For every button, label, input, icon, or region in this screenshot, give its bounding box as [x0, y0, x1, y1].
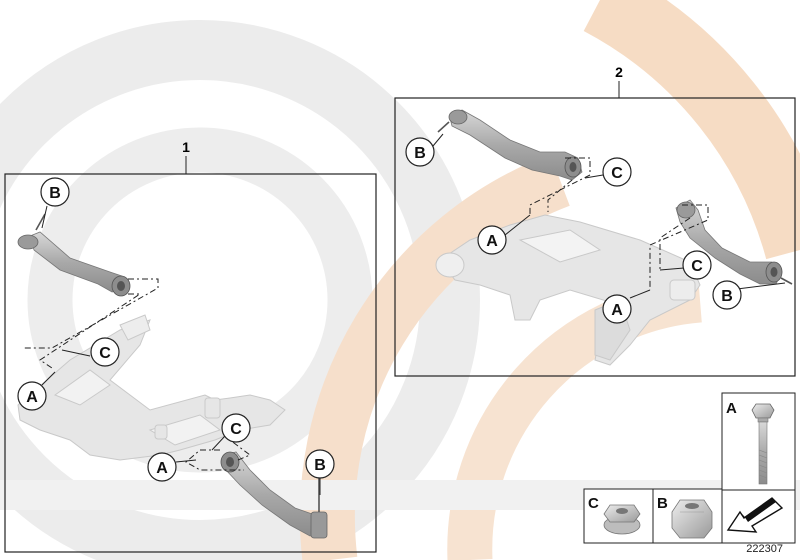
svg-text:B: B	[49, 185, 61, 202]
figure-number: 222307	[746, 543, 783, 555]
bolt-icon	[751, 403, 775, 485]
rear-mounting-guides	[529, 157, 709, 290]
rear-control-arm-right	[675, 199, 793, 285]
svg-text:C: C	[611, 165, 623, 182]
group-1-number: 1	[182, 139, 190, 155]
callout-b-rear-right: B	[712, 280, 786, 310]
collar-nut-icon	[603, 504, 641, 535]
svg-text:A: A	[611, 302, 623, 319]
legend-bolt-a: A	[721, 392, 796, 491]
group-1: 1	[4, 139, 377, 553]
legend-nut-c: C	[583, 488, 654, 544]
svg-text:B: B	[314, 457, 326, 474]
svg-text:A: A	[26, 389, 38, 406]
hex-nut-icon	[671, 499, 713, 539]
rear-control-arm-left	[437, 109, 583, 181]
group-2-frame	[394, 97, 796, 377]
svg-text:C: C	[588, 495, 599, 512]
svg-text:A: A	[156, 460, 168, 477]
callout-c-rear-left: C	[584, 157, 632, 187]
callout-c-front-lower: C	[211, 413, 251, 451]
front-control-arm-upper	[17, 213, 131, 297]
group-2: 2	[394, 64, 796, 377]
callout-a-rear-right: A	[602, 289, 651, 324]
svg-text:B: B	[414, 145, 426, 162]
callout-b-front-upper: B	[40, 177, 70, 229]
legend-nut-b: B	[652, 488, 723, 544]
arrow-icon	[726, 497, 784, 533]
legend-arrow-box	[721, 489, 796, 544]
svg-text:B: B	[657, 495, 668, 512]
svg-text:C: C	[230, 421, 242, 438]
svg-text:A: A	[486, 233, 498, 250]
group-2-number: 2	[615, 64, 623, 80]
callout-b-rear-left: B	[405, 133, 444, 167]
svg-text:C: C	[691, 258, 703, 275]
group-1-frame	[4, 173, 377, 553]
callout-c-front-upper: C	[61, 337, 120, 367]
callout-c-rear-right: C	[659, 250, 712, 280]
svg-text:B: B	[721, 288, 733, 305]
callout-b-front-lower: B	[305, 449, 335, 495]
callout-a-front-upper: A	[17, 371, 56, 411]
svg-text:C: C	[99, 345, 111, 362]
callout-a-front-lower: A	[147, 452, 197, 482]
callout-a-rear-left: A	[477, 214, 531, 255]
front-mounting-guides	[22, 278, 251, 471]
svg-text:A: A	[726, 400, 737, 417]
front-control-arm-lower	[220, 451, 328, 539]
